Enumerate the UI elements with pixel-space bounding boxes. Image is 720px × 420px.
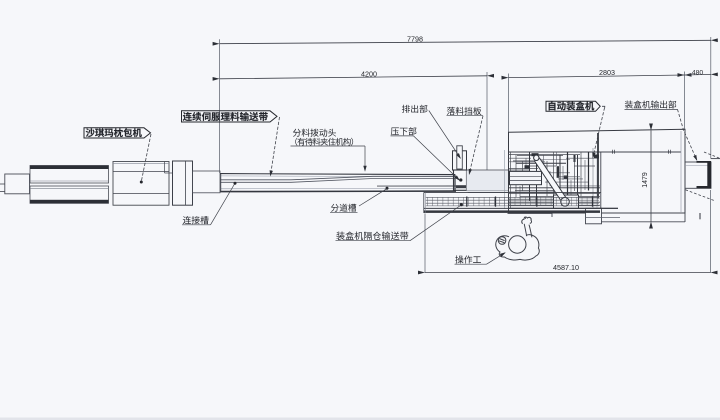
svg-text:4587.10: 4587.10 (553, 263, 579, 272)
svg-text:2803: 2803 (599, 68, 615, 77)
svg-text:480: 480 (692, 70, 704, 77)
svg-text:1479: 1479 (642, 172, 649, 188)
svg-text:4200: 4200 (361, 70, 377, 79)
svg-text:7798: 7798 (407, 35, 423, 44)
